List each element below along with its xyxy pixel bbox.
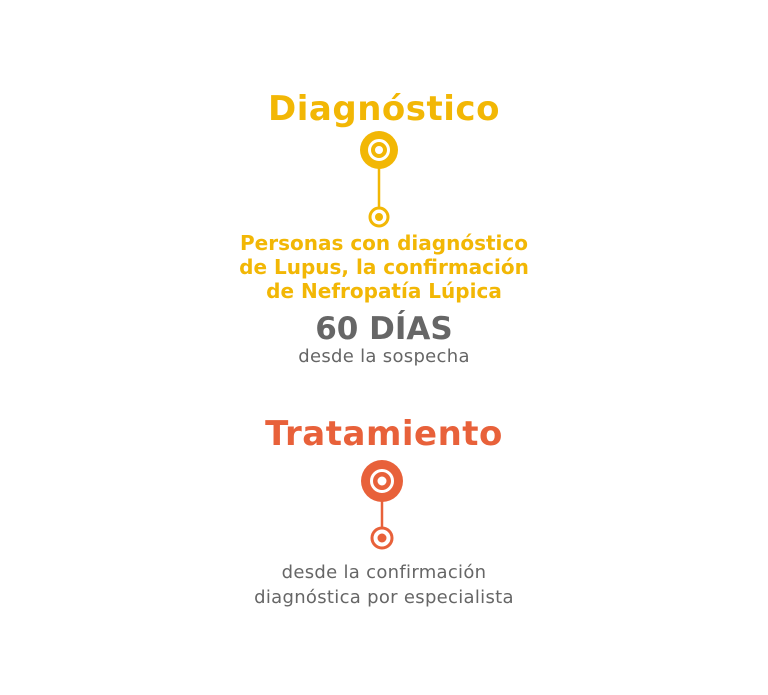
diagnostico-duration-note: desde la sospecha [298, 346, 470, 367]
diagnostico-description-line-1: Personas con diagnóstico [239, 231, 528, 255]
tratamiento-note: desde la confirmación diagnóstica por es… [0, 560, 768, 610]
diagnostico-duration: 60 DÍAS [315, 311, 453, 347]
diagnostico-description-line-3: de Nefropatía Lúpica [266, 279, 502, 303]
tratamiento-note-line-2: diagnóstica por especialista [254, 587, 514, 608]
diagnostico-description-line-2: de Lupus, la confirmación [239, 255, 529, 279]
diagnostico-description: Personas con diagnóstico de Lupus, la co… [0, 231, 768, 303]
tratamiento-note-line-1: desde la confirmación [281, 562, 487, 583]
tratamiento-connector [361, 460, 403, 550]
diagnostico-connector [360, 131, 398, 228]
tratamiento-title: Tratamiento [265, 414, 503, 454]
diagnostico-title: Diagnóstico [268, 89, 500, 129]
